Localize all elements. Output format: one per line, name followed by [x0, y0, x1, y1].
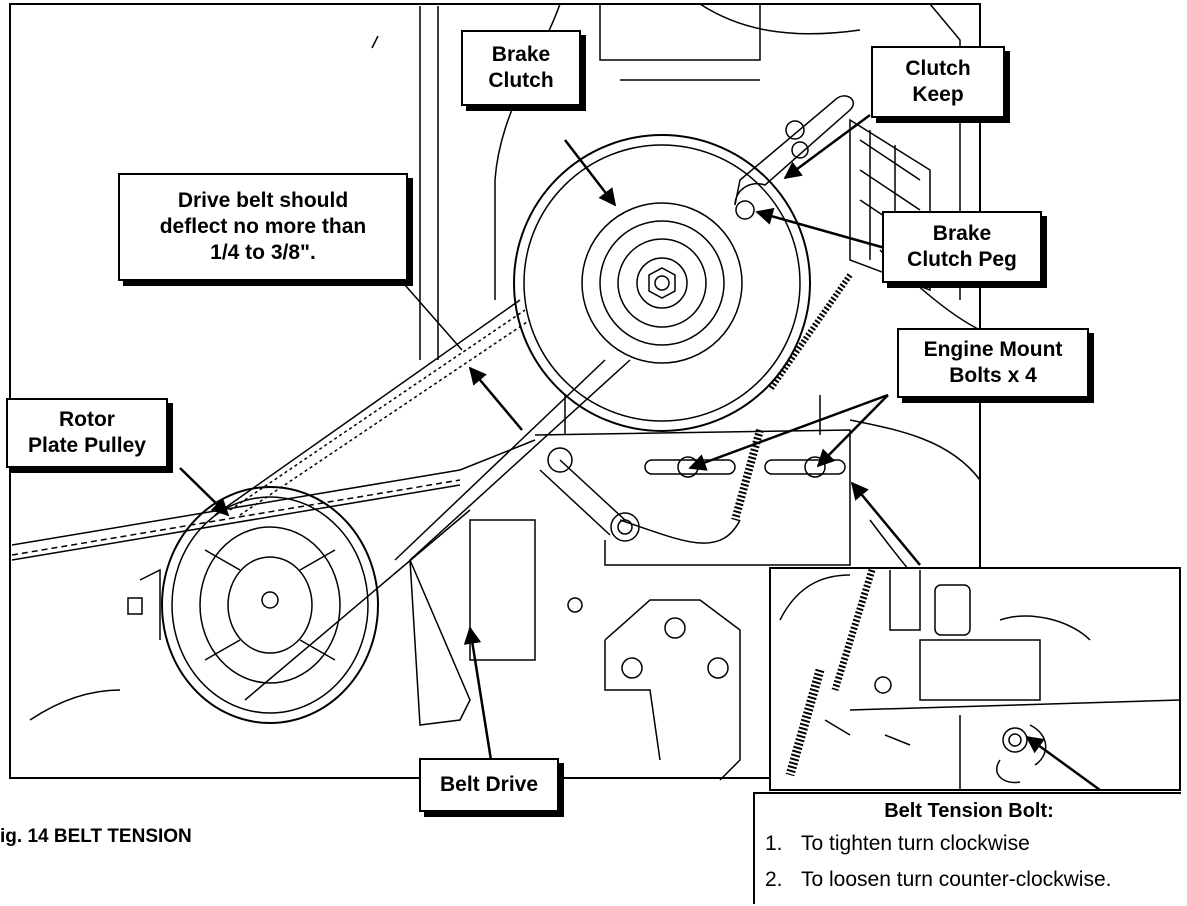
arrow-belt-drive	[463, 626, 493, 761]
engine-mount-bracket	[534, 395, 851, 566]
belt-tension-step-2: 2.To loosen turn counter-clockwise.	[765, 868, 1112, 891]
leader-drive-belt	[404, 284, 463, 351]
arrow-drive-belt	[468, 366, 523, 431]
arrow-rotor-pulley	[179, 467, 230, 517]
arrow-engine-mount-1	[688, 393, 889, 471]
belt-tension-inset	[769, 567, 1181, 791]
figure-caption: ig. 14 BELT TENSION	[0, 826, 192, 847]
belt-tension-instructions: Belt Tension Bolt: 1.To tighten turn clo…	[753, 792, 1181, 904]
rotor-plate-pulley	[127, 486, 379, 724]
belt-drive-label: Belt Drive	[419, 758, 559, 812]
rotor-plate	[11, 439, 536, 561]
arrow-tension-bolt-main	[850, 481, 921, 566]
clutch-keep-plate	[734, 95, 855, 220]
arrow-clutch-peg	[755, 207, 886, 250]
arrow-tension-bolt-inset	[1025, 735, 1101, 792]
brake-clutch-pulley	[513, 134, 811, 432]
arrow-engine-mount-2	[816, 394, 889, 468]
pencil-mark	[371, 35, 379, 49]
belt-tension-step-1: 1.To tighten turn clockwise	[765, 832, 1030, 855]
tension-arm	[394, 359, 640, 726]
arrow-clutch-keep	[783, 113, 871, 180]
arrow-brake-clutch	[564, 139, 617, 207]
belt-tension-title: Belt Tension Bolt:	[884, 800, 1054, 822]
lower-frame-plate	[29, 597, 741, 781]
tension-spring	[619, 273, 853, 544]
drive-belt	[214, 299, 531, 701]
